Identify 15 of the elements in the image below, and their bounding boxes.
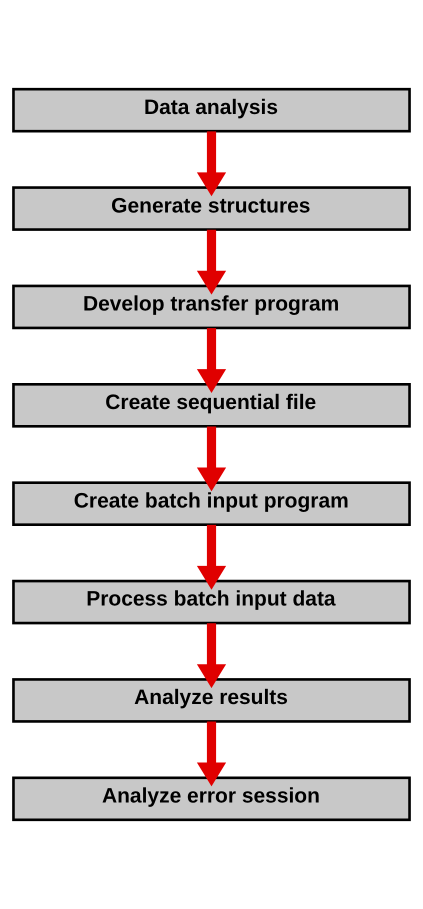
node-box: Analyze results <box>12 678 411 723</box>
node-box: Create sequential file <box>12 383 411 428</box>
arrow <box>196 623 226 688</box>
arrow <box>196 426 226 492</box>
arrow <box>196 131 226 196</box>
node-box: Generate structures <box>12 186 411 231</box>
arrow <box>196 328 226 393</box>
node-box: Develop transfer program <box>12 284 411 330</box>
arrow <box>196 230 226 295</box>
arrow <box>196 524 226 590</box>
node-box: Process batch input data <box>12 580 411 624</box>
node-box: Data analysis <box>12 88 411 133</box>
arrow <box>196 722 226 786</box>
node-box: Create batch input program <box>12 481 411 526</box>
node-box: Analyze error session <box>12 776 411 822</box>
